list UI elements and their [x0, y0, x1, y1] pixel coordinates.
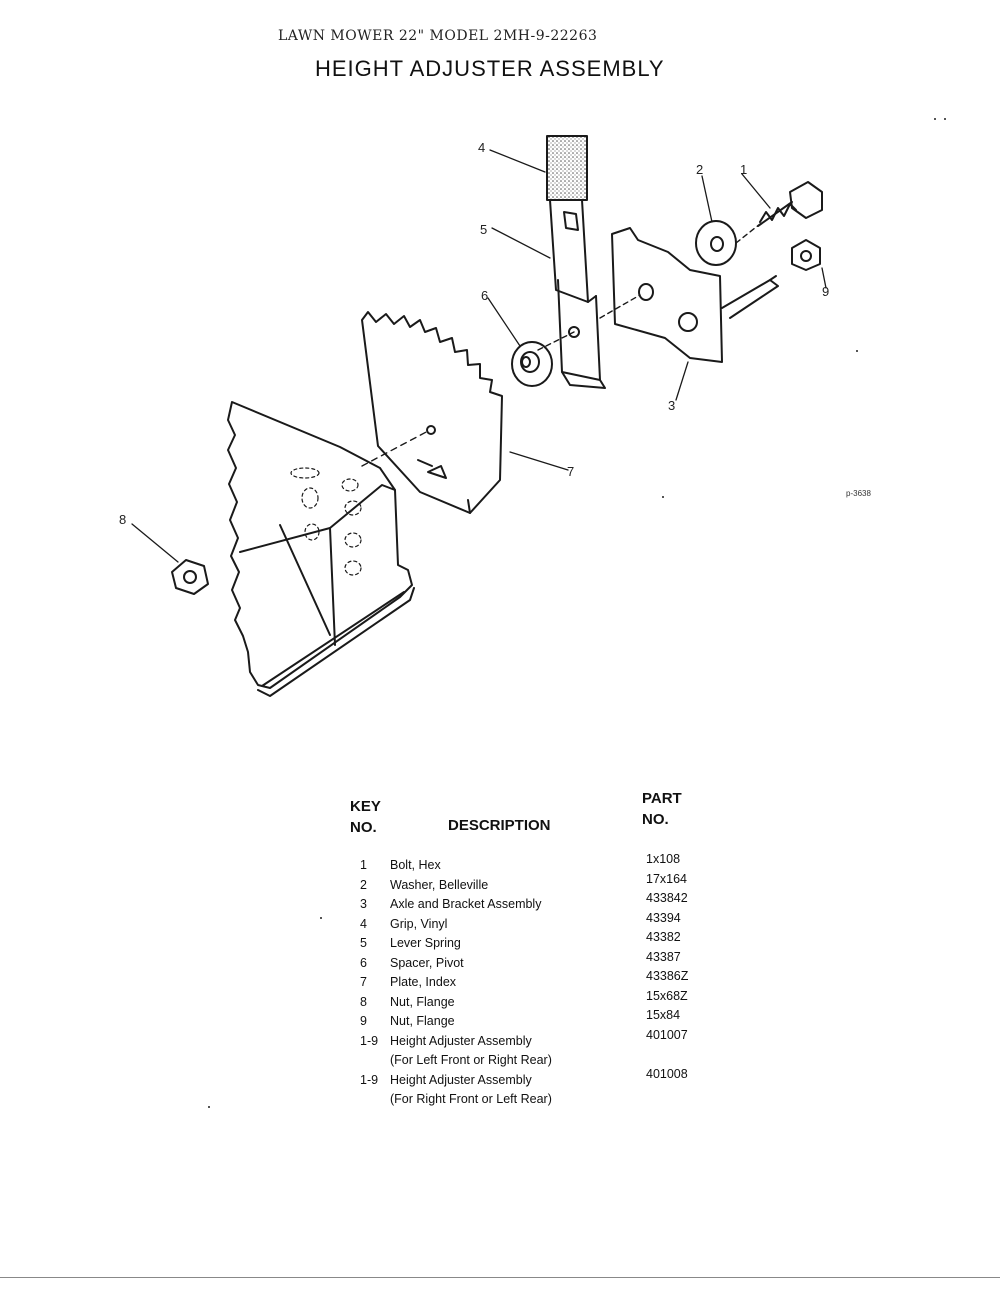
part-no: 1x108	[646, 852, 681, 866]
part-no: 43386Z	[646, 969, 689, 983]
key-no: 4	[360, 916, 367, 931]
description: Grip, Vinyl	[390, 916, 448, 931]
scan-edge-line	[0, 1277, 1000, 1278]
description: Nut, Flange	[390, 994, 455, 1009]
description: Spacer, Pivot	[390, 955, 464, 970]
key-header-line1: KEY	[350, 798, 381, 815]
description: Nut, Flange	[390, 1014, 455, 1028]
table-row: 1-9 Height Adjuster Assembly 401007	[340, 1028, 740, 1054]
part-no: 43382	[646, 930, 681, 944]
description: Plate, Index	[390, 975, 457, 989]
scan-speck	[856, 350, 858, 352]
table-row: (For Left Front or Right Rear)	[340, 1053, 740, 1073]
key-no: 2	[360, 877, 367, 892]
scan-speck	[944, 118, 946, 120]
deck-housing-drawing	[227, 401, 415, 697]
part-no: 433842	[646, 891, 688, 905]
description: Height Adjuster Assembly	[390, 1072, 532, 1087]
callout-1: 1	[740, 162, 747, 177]
part-no: 17x164	[646, 871, 688, 886]
spacer-pivot-drawing	[511, 341, 553, 387]
key-no: 6	[360, 955, 367, 970]
table-row: 4 Grip, Vinyl 43394	[340, 911, 740, 937]
part-no: 401008	[646, 1066, 688, 1081]
description: Washer, Belleville	[390, 877, 489, 892]
callout-7: 7	[567, 464, 574, 479]
axis-line	[599, 294, 641, 319]
key-no-header: KEY NO.	[350, 796, 381, 838]
axis-line	[537, 331, 575, 351]
table-row: 6 Spacer, Pivot 43387	[340, 950, 740, 976]
callout-8: 8	[119, 512, 126, 527]
callout-3: 3	[668, 398, 675, 413]
lever-spring-drawing	[546, 135, 606, 389]
scan-speck	[934, 118, 936, 120]
table-row: 1 Bolt, Hex 1x108	[340, 852, 740, 878]
callout-6: 6	[481, 288, 488, 303]
part-no: 43387	[646, 949, 681, 964]
axle-bracket-drawing	[611, 227, 779, 363]
key-no: 9	[360, 1014, 367, 1028]
model-line: LAWN MOWER 22" MODEL 2MH-9-22263	[278, 28, 598, 44]
key-no: 8	[360, 994, 367, 1009]
description: Axle and Bracket Assembly	[390, 897, 542, 911]
part-no: 43394	[646, 910, 681, 925]
key-no: 5	[360, 936, 367, 950]
index-plate-drawing	[361, 311, 503, 514]
axis-line	[361, 429, 431, 467]
description: (For Right Front or Left Rear)	[390, 1092, 552, 1106]
description: (For Left Front or Right Rear)	[390, 1053, 552, 1067]
scan-speck	[662, 496, 664, 498]
part-no: 401007	[646, 1027, 688, 1042]
exploded-diagram-svg: 1 2 3 4 5 6 7 8 9 p-3638	[119, 135, 871, 697]
table-row: (For Right Front or Left Rear)	[340, 1092, 740, 1112]
callout-2: 2	[696, 162, 703, 177]
description: Height Adjuster Assembly	[390, 1033, 532, 1048]
belleville-washer-drawing	[695, 220, 737, 266]
key-no: 3	[360, 897, 367, 911]
key-header-line2: NO.	[350, 819, 377, 836]
flange-nut-8-drawing	[171, 559, 209, 595]
table-row: 9 Nut, Flange 15x84	[340, 1008, 740, 1034]
table-row: 8 Nut, Flange 15x68Z	[340, 989, 740, 1015]
part-header-line1: PART	[642, 790, 682, 807]
axis-line	[735, 223, 761, 244]
flange-nut-9-drawing	[791, 239, 821, 271]
scan-speck	[320, 917, 322, 919]
scan-speck	[208, 1106, 210, 1108]
table-row: 3 Axle and Bracket Assembly 433842	[340, 891, 740, 917]
hex-bolt-drawing	[757, 181, 823, 227]
part-header-line2: NO.	[642, 811, 669, 828]
description: Bolt, Hex	[390, 858, 441, 872]
description: Lever Spring	[390, 936, 461, 950]
part-no-header: PART NO.	[642, 788, 682, 830]
parts-rows: 1 Bolt, Hex 1x108 2 Washer, Belleville 17x16…	[340, 852, 740, 1112]
table-row: 1-9 Height Adjuster Assembly 401008	[340, 1067, 740, 1093]
callout-5: 5	[480, 222, 487, 237]
key-no: 7	[360, 975, 367, 989]
description-header: DESCRIPTION	[448, 817, 551, 834]
table-row: 2 Washer, Belleville 17x164	[340, 872, 740, 898]
exploded-diagram: 1 2 3 4 5 6 7 8 9 p-3638	[0, 100, 1000, 720]
table-row: 5 Lever Spring 43382	[340, 930, 740, 956]
part-no: 15x68Z	[646, 988, 688, 1003]
page-title: HEIGHT ADJUSTER ASSEMBLY	[315, 56, 665, 81]
key-no: 1	[360, 858, 367, 872]
table-row: 7 Plate, Index 43386Z	[340, 969, 740, 995]
key-no: 1-9	[360, 1072, 379, 1087]
callout-4: 4	[478, 140, 485, 155]
drawing-number: p-3638	[846, 489, 871, 498]
key-no: 1-9	[360, 1033, 379, 1048]
part-no: 15x84	[646, 1008, 681, 1022]
callout-9: 9	[822, 284, 829, 299]
